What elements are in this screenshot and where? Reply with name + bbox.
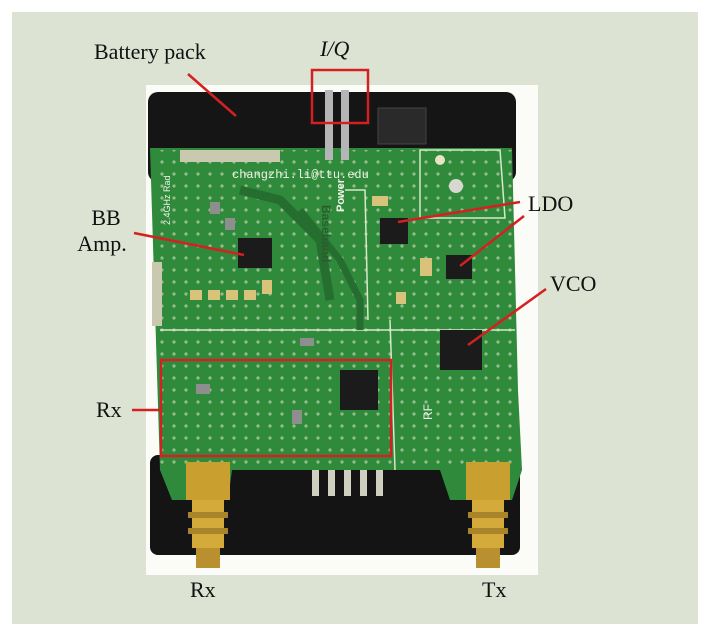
silk-line <box>389 319 396 471</box>
mounting-hole <box>435 155 445 165</box>
mounting-hole <box>449 179 463 193</box>
rx-sma-connector <box>186 462 230 568</box>
board-rf-text: RF <box>421 404 435 420</box>
iq-callout-box <box>310 68 370 125</box>
rx-chip <box>340 370 378 410</box>
header-pins <box>152 90 349 326</box>
bb-amp-label-line2: Amp. <box>77 231 127 256</box>
ldo-leader-2 <box>459 215 525 267</box>
tx-sma-connector <box>466 462 510 568</box>
silk-outline <box>419 149 506 219</box>
iq-label: I/Q <box>320 36 350 61</box>
battery-switch <box>377 107 427 145</box>
vco-leader <box>467 287 547 347</box>
silk-line <box>345 189 369 321</box>
rx-bottom-label: Rx <box>190 577 216 602</box>
smd-components <box>190 196 432 304</box>
smd-components-grey <box>196 202 314 424</box>
vco-label: VCO <box>550 271 597 296</box>
board-power-text: Power <box>335 178 347 212</box>
board-radio-text: 2.4GHz Rad <box>162 175 172 225</box>
board-baseband-text: Baseband <box>319 205 333 262</box>
rx-left-label: Rx <box>96 397 122 422</box>
battery-pack-bottom <box>150 455 520 555</box>
battery-pack-label: Battery pack <box>94 39 206 64</box>
battery-leader <box>187 73 237 117</box>
callouts <box>132 68 547 458</box>
rx-callout-box <box>159 358 393 458</box>
vco-chip <box>440 330 482 370</box>
bb-amp-label-line1: BB <box>91 205 121 230</box>
bb-amp-leader <box>133 231 245 257</box>
pcb-trace <box>238 185 335 301</box>
tx-bottom-label: Tx <box>482 577 507 602</box>
board-email-text: changzhi.li@ttu.edu <box>232 168 369 182</box>
pcb-trace <box>297 207 364 330</box>
edge-pins <box>312 470 383 496</box>
bb-amp-chip <box>238 238 272 268</box>
ldo-leader-1 <box>397 200 521 224</box>
ldo-label: LDO <box>528 191 574 216</box>
